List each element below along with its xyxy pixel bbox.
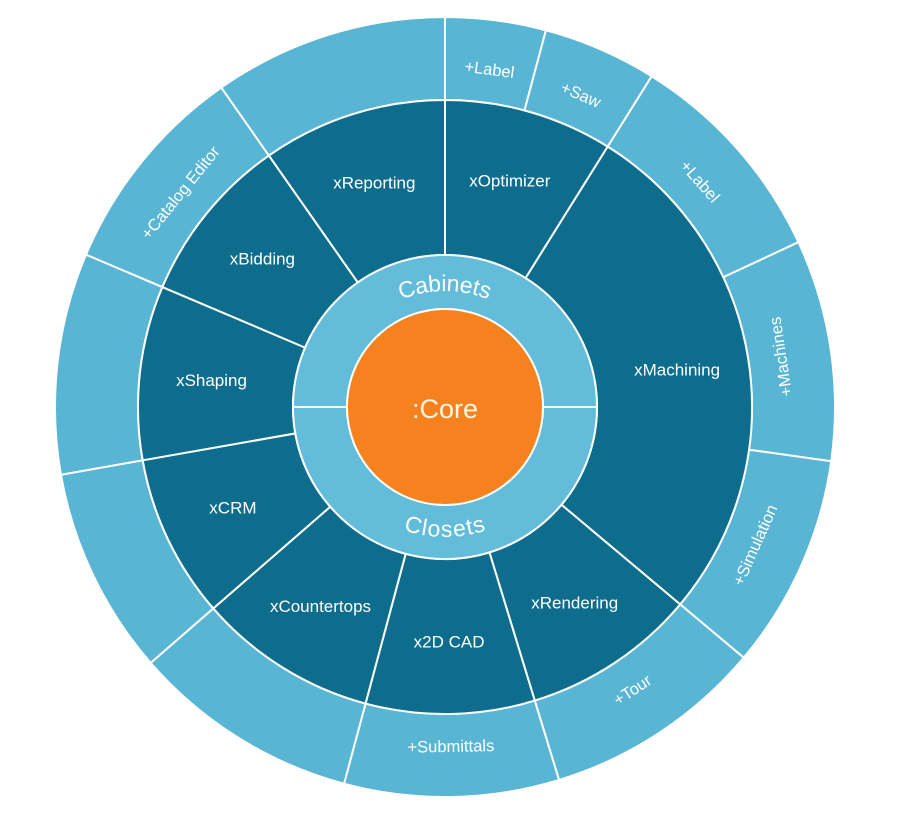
middle-segment-label-xoptimizer: xOptimizer <box>469 172 551 191</box>
core-label: :Core <box>412 394 478 424</box>
middle-segment-label-xcrm: xCRM <box>209 499 256 518</box>
middle-segment-label-xshaping: xShaping <box>176 371 247 390</box>
outer-ring: +Label+Saw+Label+Machines+Simulation+Tou… <box>54 16 836 798</box>
middle-segment-label-xmachining: xMachining <box>634 361 720 380</box>
middle-segment-label-x2d-cad: x2D CAD <box>414 633 485 652</box>
middle-ring: xOptimizer xMachining xRendering x2D CAD xCo… <box>137 99 753 715</box>
core-circle <box>346 308 544 506</box>
outer-segment-label-submittals: +Submittals <box>407 737 494 757</box>
middle-segment-label-xreporting: xReporting <box>333 173 415 192</box>
middle-segment-label-xrendering: xRendering <box>531 594 618 613</box>
middle-segment-label-xcountertops: xCountertops <box>270 597 371 616</box>
middle-segment-label-xbidding: xBidding <box>230 250 295 269</box>
